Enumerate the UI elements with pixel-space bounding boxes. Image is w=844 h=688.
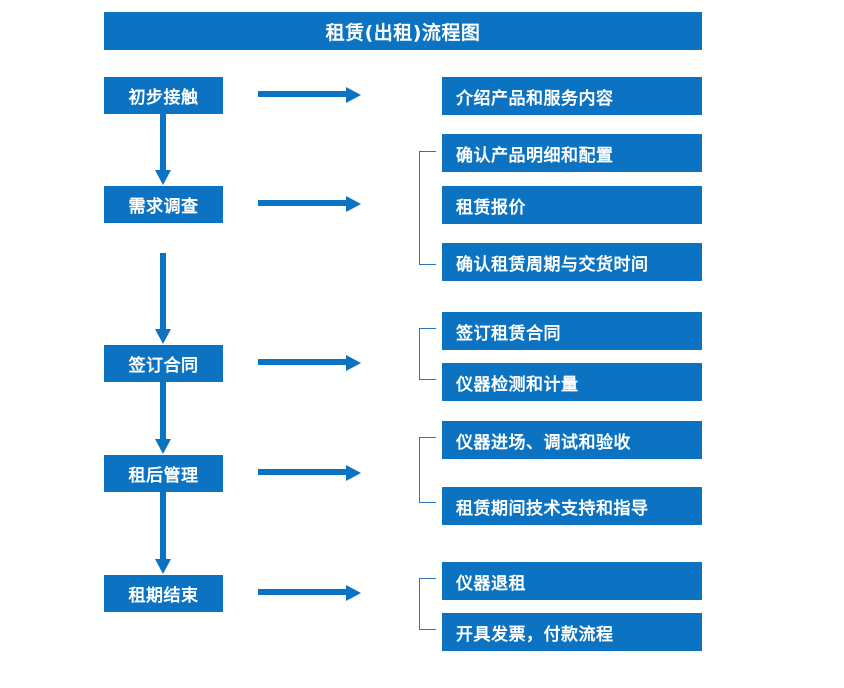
detail-box-instrument-entry-commissioning[interactable]: 仪器进场、调试和验收 xyxy=(442,421,702,459)
arrow-right-icon-3 xyxy=(258,352,362,374)
flowchart-title: 租赁(出租)流程图 xyxy=(104,12,702,50)
group-bracket-lease-end xyxy=(419,578,436,630)
detail-box-rental-quotation[interactable]: 租赁报价 xyxy=(442,186,702,224)
stage-box-demand-survey[interactable]: 需求调查 xyxy=(104,186,223,223)
stage-box-lease-end[interactable]: 租期结束 xyxy=(104,575,223,612)
arrow-down-icon-4 xyxy=(152,492,174,575)
arrow-right-icon-4 xyxy=(258,462,362,484)
detail-box-sign-lease-contract[interactable]: 签订租赁合同 xyxy=(442,312,702,350)
detail-box-instrument-return[interactable]: 仪器退租 xyxy=(442,562,702,600)
arrow-right-icon-5 xyxy=(258,582,362,604)
stage-box-post-rental-management[interactable]: 租后管理 xyxy=(104,455,223,492)
arrow-down-icon-2 xyxy=(152,223,174,345)
arrow-down-icon-1 xyxy=(152,114,174,186)
detail-box-introduce-products[interactable]: 介绍产品和服务内容 xyxy=(442,77,702,115)
arrow-right-icon-2 xyxy=(258,193,362,215)
stage-box-sign-contract[interactable]: 签订合同 xyxy=(104,345,223,382)
detail-box-instrument-testing[interactable]: 仪器检测和计量 xyxy=(442,363,702,401)
detail-box-confirm-lease-period[interactable]: 确认租赁周期与交货时间 xyxy=(442,243,702,281)
group-bracket-demand-survey xyxy=(419,151,436,265)
arrow-down-icon-3 xyxy=(152,382,174,455)
group-bracket-sign-contract xyxy=(419,328,436,380)
group-bracket-post-rental xyxy=(419,437,436,503)
detail-box-invoice-payment[interactable]: 开具发票，付款流程 xyxy=(442,613,702,651)
stage-box-initial-contact[interactable]: 初步接触 xyxy=(104,77,223,114)
detail-box-confirm-product-details[interactable]: 确认产品明细和配置 xyxy=(442,134,702,172)
detail-box-technical-support[interactable]: 租赁期间技术支持和指导 xyxy=(442,487,702,525)
arrow-right-icon-1 xyxy=(258,84,362,106)
